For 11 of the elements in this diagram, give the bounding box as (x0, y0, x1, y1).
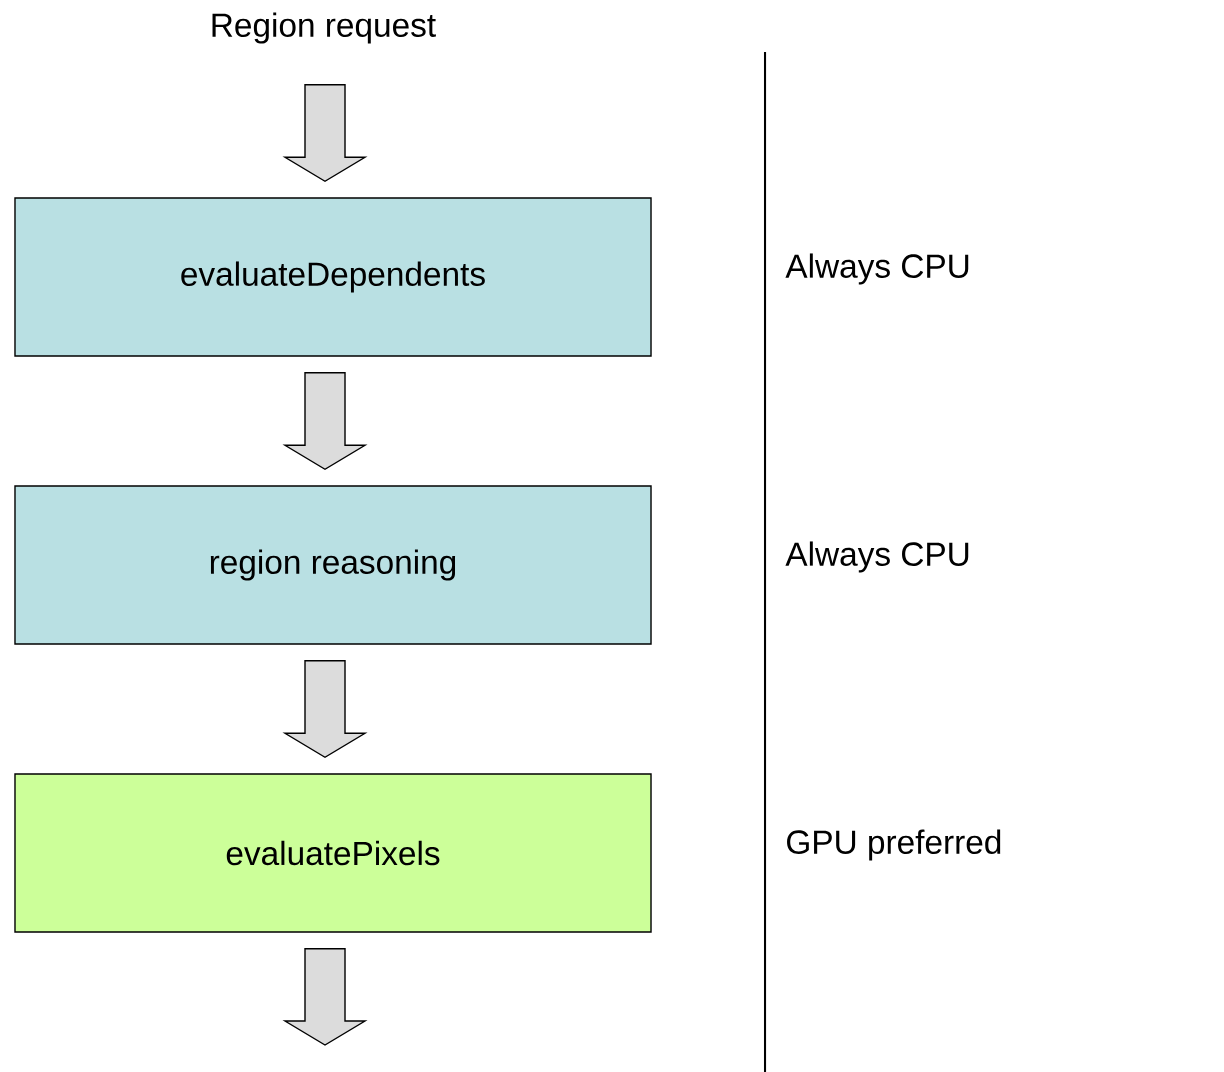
block-arrow (282, 660, 368, 759)
process-box: evaluateDependents (14, 197, 652, 357)
block-arrow (282, 84, 368, 183)
process-box: region reasoning (14, 485, 652, 645)
start-label: Region request (212, 12, 436, 44)
process-box: evaluatePixels (14, 773, 652, 933)
side-note: Always CPU (785, 541, 969, 573)
side-note: GPU preferred (787, 829, 1001, 861)
side-note: Always CPU (785, 253, 969, 285)
block-arrow (282, 948, 368, 1046)
block-arrow (282, 372, 368, 471)
